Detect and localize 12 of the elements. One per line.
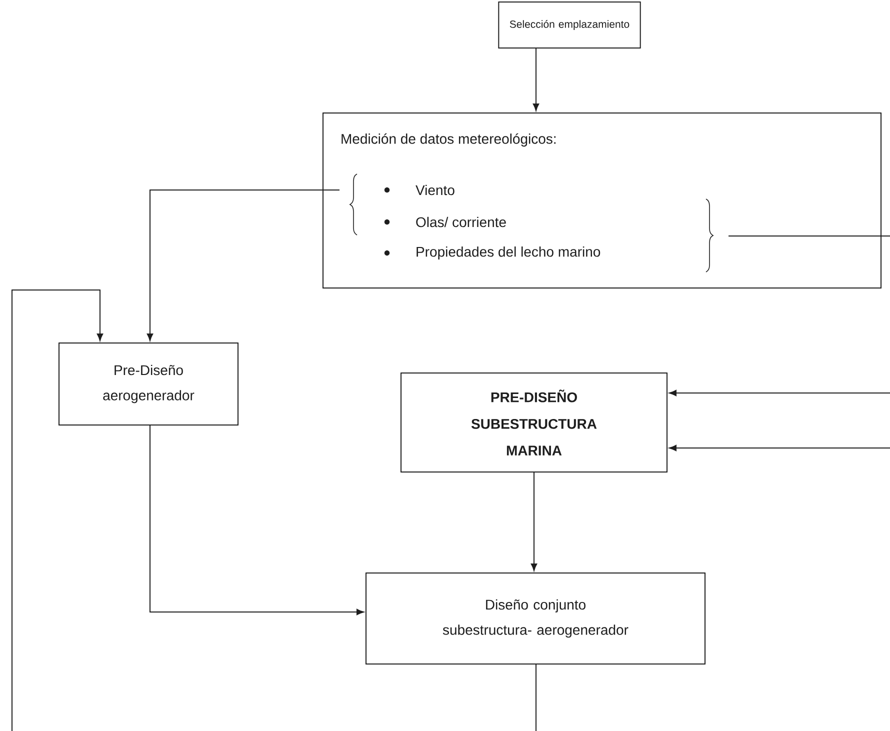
process-box: Pre-Diseño aerogenerador bbox=[58, 342, 238, 426]
arrow bbox=[532, 48, 540, 111]
arrow bbox=[150, 425, 364, 616]
process-box: PRE-DISEÑO SUBESTRUCTURA MARINA bbox=[400, 372, 668, 472]
data-box: Medición de datos metereológicos: Viento Olas/ corriente Propiedades del lecho marino bbox=[322, 112, 882, 288]
arrow bbox=[530, 472, 538, 572]
arrow bbox=[669, 390, 890, 396]
process-box: Diseño conjunto subestructura- aerogenerador bbox=[366, 572, 706, 664]
process-box: Selección emplazamiento bbox=[498, 2, 641, 48]
arrow bbox=[146, 190, 340, 342]
arrow bbox=[669, 444, 890, 452]
arrow bbox=[12, 290, 104, 731]
